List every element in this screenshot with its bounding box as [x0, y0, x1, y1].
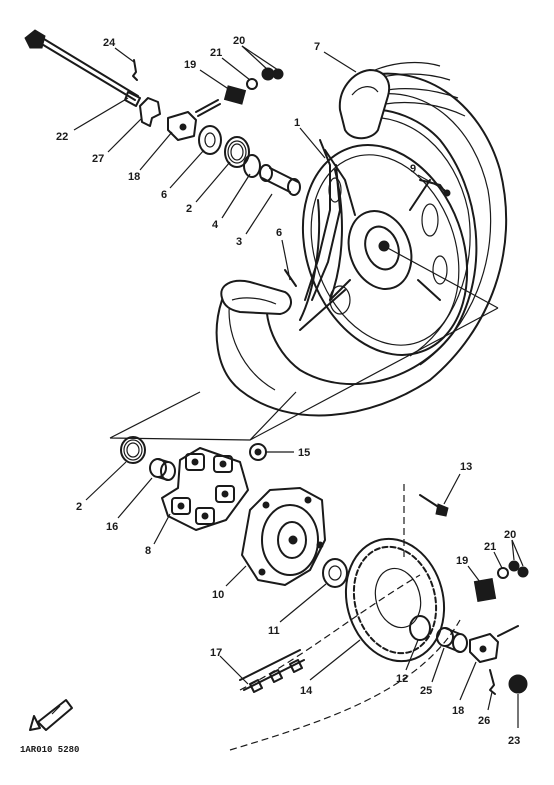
cotter-pin [132, 59, 138, 81]
callout-20-lower: 20 [504, 529, 516, 541]
spacer [259, 164, 301, 196]
hub-damper [161, 447, 249, 531]
chain-puller-upper [167, 99, 221, 141]
callout-20-upper: 20 [233, 35, 245, 47]
callout-12: 12 [396, 673, 408, 685]
balance-weight-upper [223, 85, 247, 105]
callout-18-lower: 18 [452, 705, 464, 717]
sprocket-collar [409, 615, 431, 641]
callout-13: 13 [460, 461, 472, 473]
chain-adjuster-plate [139, 97, 161, 127]
front-direction-arrow-icon [29, 699, 73, 731]
wheel-assembly [215, 61, 508, 417]
balance-weight-lower [473, 578, 497, 602]
callout-21-upper: 21 [210, 47, 222, 59]
collar [149, 458, 176, 481]
callout-labels: 24 20 21 19 7 1 22 27 18 6 2 4 3 9 6 15 … [56, 35, 520, 747]
wheel-hub [347, 210, 413, 290]
callout-8: 8 [145, 545, 151, 557]
callout-4: 4 [212, 219, 219, 231]
sprocket-hub [241, 487, 326, 586]
callout-10: 10 [212, 589, 224, 601]
callout-25: 25 [420, 685, 432, 697]
cast-spokes [299, 149, 441, 331]
rear-sprocket [344, 537, 446, 663]
cotter-pin-lower [489, 669, 496, 695]
callout-19-upper: 19 [184, 59, 196, 71]
callout-27: 27 [92, 153, 104, 165]
callout-26: 26 [478, 715, 490, 727]
callout-2-lower: 2 [76, 501, 82, 513]
drive-chain [229, 574, 461, 751]
callout-22: 22 [56, 131, 68, 143]
bearing-lower [120, 436, 146, 464]
callout-17: 17 [210, 647, 222, 659]
callout-6-wheel: 6 [276, 227, 282, 239]
sprocket-bolt [419, 494, 449, 517]
tire-section-top [338, 68, 390, 140]
axle-collar [436, 627, 468, 653]
callout-9: 9 [410, 163, 416, 175]
chain-puller-lower [469, 625, 519, 663]
callout-21-lower: 21 [484, 541, 496, 553]
washer-lower [497, 567, 509, 579]
callout-19-lower: 19 [456, 555, 468, 567]
callout-18-upper: 18 [128, 171, 140, 183]
tire-section-bottom [220, 279, 292, 316]
callout-24: 24 [103, 37, 116, 49]
callout-11: 11 [268, 625, 280, 637]
callout-16: 16 [106, 521, 118, 533]
axle [24, 29, 141, 107]
hub-bearing [322, 558, 348, 588]
callout-7: 7 [314, 41, 320, 53]
assembly-bracket [109, 307, 499, 441]
oil-seal-upper [198, 125, 222, 155]
nut-lower [508, 560, 520, 572]
leader-lines [73, 45, 524, 728]
callout-1: 1 [294, 117, 300, 129]
callout-3: 3 [236, 236, 242, 248]
spacer-flange [243, 154, 261, 178]
callout-14: 14 [300, 685, 313, 697]
axle-nut [508, 674, 528, 694]
callout-6-upper: 6 [161, 189, 167, 201]
callout-23: 23 [508, 735, 520, 747]
bearing-upper [224, 136, 250, 168]
brake-stay [304, 139, 341, 301]
drawing-code: 1AR010 5280 [20, 745, 79, 755]
washer-upper [246, 78, 258, 90]
callout-15: 15 [298, 447, 310, 459]
callout-2-upper: 2 [186, 203, 192, 215]
wheel-bolt [284, 269, 297, 287]
